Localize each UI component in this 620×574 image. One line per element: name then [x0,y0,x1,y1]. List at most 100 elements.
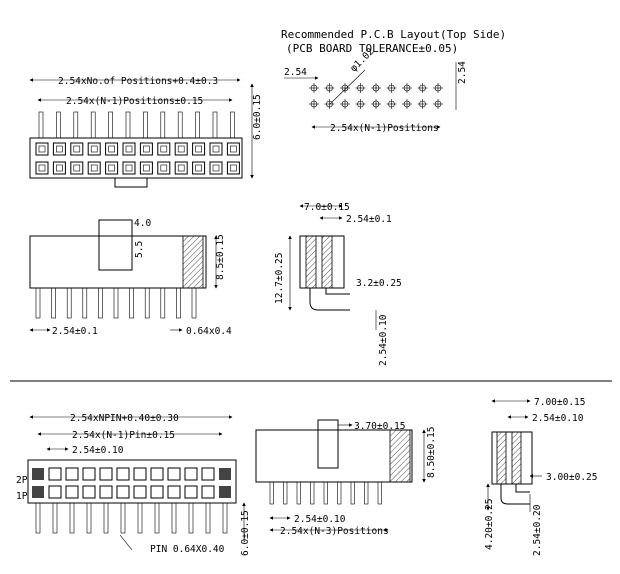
b-top-cell [116,485,130,499]
top-cell [157,161,171,175]
side-view-cutout [98,219,133,271]
b-top-pin [222,502,228,534]
pcb-pitch-y-label: 2.54 [457,61,468,84]
top-cell-inner [56,164,63,172]
top-cell-inner [160,164,168,172]
b-top-span-label: 2.54x(N-1)Pin±0.15 [72,430,175,441]
pcb-hole-grid [309,83,443,109]
b-end-pin-2 [515,484,530,493]
top-cell [70,161,84,175]
b-top-cell [99,485,113,499]
top-cell [105,161,119,175]
b-top-cell [167,485,181,499]
side-pitch-label: 2.54±0.1 [52,326,98,337]
side-pin [82,287,88,319]
top-pin [38,111,44,139]
b-top-pin [188,502,194,534]
top-pin [160,111,166,139]
b-top-housing [27,459,237,504]
b-top-cell [65,485,79,499]
side-pin [160,287,166,319]
b-top-cell [32,486,44,498]
b-side-pitch-label: 2.54±0.10 [294,514,346,525]
b-side-section [389,429,411,483]
b-top-cell [201,485,215,499]
top-cell-inner [212,145,220,153]
top-view-pins [38,111,235,139]
b-end-pitch-label: 2.54±0.10 [532,413,584,424]
top-cell-inner [230,145,237,153]
side-view-section [182,235,204,289]
b-top-cell [82,467,96,481]
label-2p: 2P [16,475,28,486]
top-cell-inner [90,164,98,172]
top-overall-label: 2.54xNo.of Positions+0.4±0.3 [58,76,218,87]
top-cell-inner [177,145,185,153]
b-top-pin [205,502,211,534]
end-view-pin-1 [309,288,350,311]
b-top-cell [150,467,164,481]
top-cell-inner [73,164,81,172]
side-pin [66,287,72,319]
side-dim-a-label: 4.0 [134,218,151,229]
b-top-cell [184,485,198,499]
b-top-cell [133,467,147,481]
b-top-cell [150,485,164,499]
b-top-pins [35,502,228,534]
top-cell [52,142,66,156]
b-top-cell [219,486,231,498]
top-cell [174,161,188,175]
top-cell-inner [125,145,133,153]
b-side-cutout [317,419,339,469]
b-end-height-label: 4.20±0.25 [484,499,495,550]
top-pin [108,111,113,139]
b-side-pins [269,481,382,505]
side-pin [144,287,150,319]
b-top-cell [133,485,147,499]
b-top-cell [48,467,62,481]
b-side-pin [269,481,274,505]
top-pin [56,111,61,139]
b-side-pin [323,481,328,505]
side-pin [129,287,134,319]
b-top-cell [201,467,215,481]
top-cell-inner [108,145,115,153]
pcb-positions-label: 2.54x(N-1)Positions [330,123,439,134]
top-pin [125,111,131,139]
b-top-cell [167,467,181,481]
top-cell-inner [230,164,237,172]
top-cell [35,142,49,156]
top-cell-inner [195,145,202,153]
b-side-dim-b-label: 8.50±0.15 [426,427,437,478]
top-cell-inner [143,145,150,153]
side-dim-c-label: 8.5±0.15 [215,234,226,280]
pcb-title: Recommended P.C.B Layout(Top Side) [281,28,506,41]
top-cell [122,142,136,156]
side-pin [35,287,41,319]
top-cell-inner [160,145,168,153]
b-side-positions-label: 2.54x(N-3)Positions [280,526,389,537]
side-pin [51,287,56,319]
label-1p: 1P [16,491,28,502]
side-view-pins [35,287,197,319]
b-side-housing [255,429,413,483]
side-pin [191,287,197,319]
top-cell [35,161,49,175]
top-cell-inner [56,145,63,153]
b-top-pin [35,502,41,534]
side-dim-b-label: 5.5 [134,241,145,258]
top-cell-inner [73,145,81,153]
top-view-key [114,177,148,188]
b-side-pin [310,481,315,505]
b-end-width-label: 7.00±0.15 [534,397,585,408]
b-top-pin [171,502,177,534]
b-top-pin [120,502,126,534]
side-pin-label: 0.64x0.4 [186,326,232,337]
b-top-cell [184,467,198,481]
top-cell [209,142,223,156]
top-cell-inner [38,145,46,153]
b-end-offset-label: 3.00±0.25 [546,472,597,483]
b-top-height-label: 6.0±0.15 [240,510,251,556]
top-cell [209,161,223,175]
